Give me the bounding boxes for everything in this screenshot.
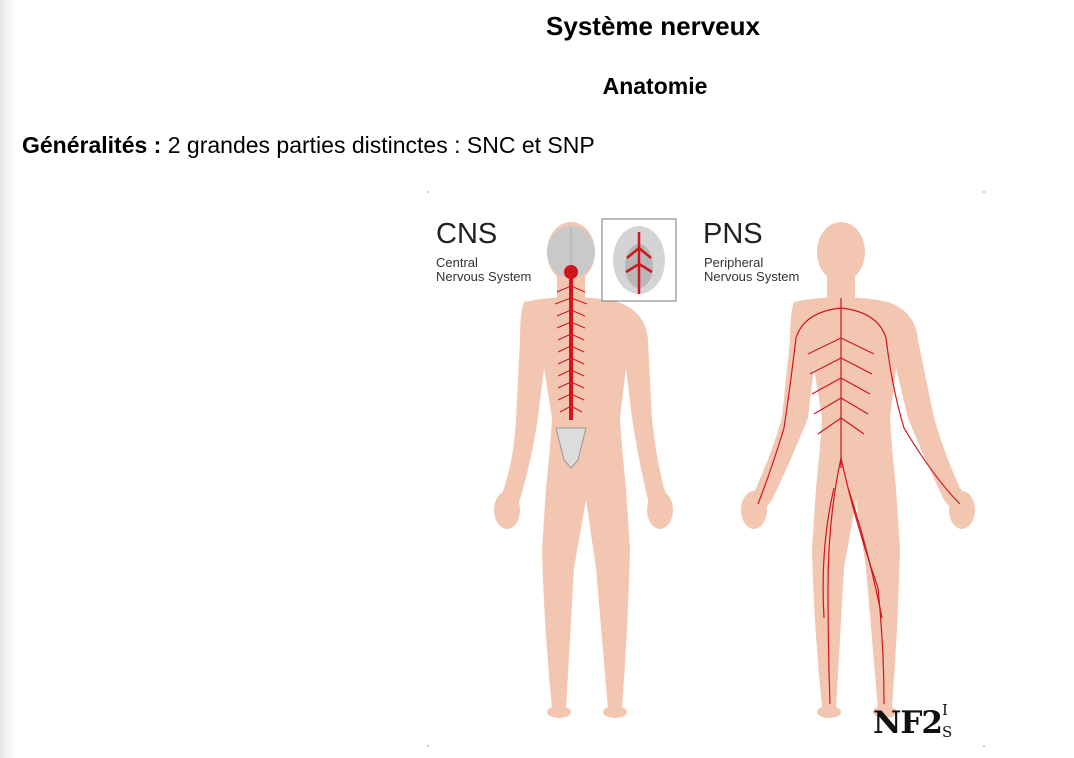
cns-label: CNS [436,218,498,250]
pns-caption-line2: Nervous System [704,269,800,284]
cns-caption-line1: Central [436,255,478,270]
page-edge-shadow [0,0,16,758]
page-title: Système nerveux [546,11,760,41]
logo-subscript: S [942,723,953,741]
nervous-system-figure: CNS Central Nervous System PNS Periphera… [424,188,988,750]
logo-superscript: I [942,701,948,719]
pns-label: PNS [703,218,763,250]
sacrum-shape [555,427,587,469]
section-subtitle: Anatomie [602,73,708,99]
intro-text: 2 grandes parties distinctes : SNC et SN… [161,132,595,158]
spinal-nerves [554,285,588,413]
body-illustration [427,191,985,747]
cns-caption-line2: Nervous System [436,269,532,284]
logo-main-text: NF2 [873,705,943,741]
peripheral-nerves [757,298,961,705]
intro-paragraph: Généralités : 2 grandes parties distinct… [22,132,595,159]
pns-caption-line1: Peripheral [704,255,764,270]
nf2is-logo: NF2 I S [873,700,963,744]
intro-label: Généralités : [22,132,162,158]
pns-body [741,222,975,718]
